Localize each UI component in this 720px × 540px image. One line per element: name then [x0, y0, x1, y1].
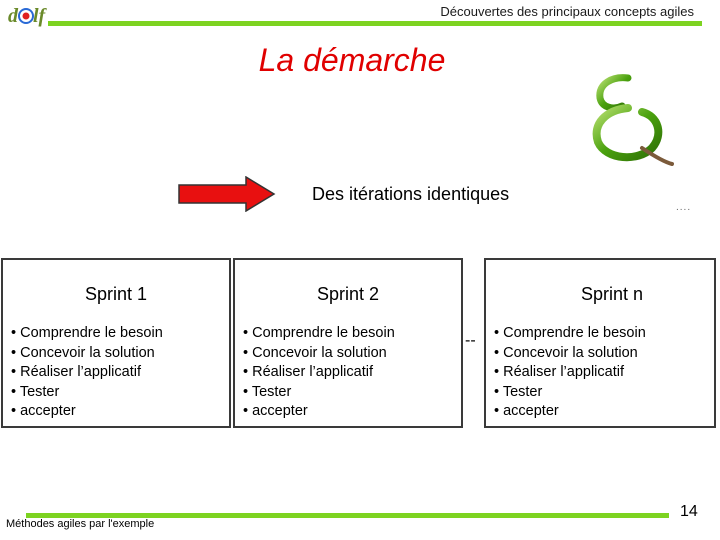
task-item: • Réaliser l’applicatif: [11, 363, 163, 383]
right-arrow-icon: [178, 176, 276, 212]
sprint-title: Sprint 2: [235, 284, 461, 305]
task-item: • Comprendre le besoin: [243, 324, 395, 344]
task-item: • Réaliser l’applicatif: [494, 363, 646, 383]
task-item: • Tester: [11, 383, 163, 403]
svg-text:d: d: [8, 5, 19, 27]
task-item: • accepter: [11, 402, 163, 422]
sprint-box: Sprint n • Comprendre le besoin • Concev…: [484, 258, 716, 428]
task-item: • Comprendre le besoin: [11, 324, 163, 344]
sprint-task-list: • Comprendre le besoin • Concevoir la so…: [11, 324, 163, 422]
header-title: Découvertes des principaux concepts agil…: [440, 4, 694, 19]
task-item: • accepter: [494, 402, 646, 422]
continuation-dots: ....: [676, 202, 691, 213]
sprint-task-list: • Comprendre le besoin • Concevoir la so…: [243, 324, 395, 422]
sprint-task-list: • Comprendre le besoin • Concevoir la so…: [494, 324, 646, 422]
separator-dashes: --: [465, 332, 476, 350]
sprint-box: Sprint 2 • Comprendre le besoin • Concev…: [233, 258, 463, 428]
task-item: • Concevoir la solution: [494, 344, 646, 364]
task-item: • Réaliser l’applicatif: [243, 363, 395, 383]
sprint-title: Sprint n: [498, 284, 720, 305]
task-item: • Concevoir la solution: [243, 344, 395, 364]
sprint-box: Sprint 1 • Comprendre le besoin • Concev…: [1, 258, 231, 428]
task-item: • Tester: [243, 383, 395, 403]
header-divider: [48, 21, 702, 26]
footer-text: Méthodes agiles par l'exemple: [6, 518, 154, 530]
spiral-icon: [584, 72, 676, 166]
svg-text:lf: lf: [33, 5, 48, 27]
sprint-title: Sprint 1: [3, 284, 229, 305]
task-item: • accepter: [243, 402, 395, 422]
page-number: 14: [680, 503, 698, 521]
delf-logo-icon: d lf: [6, 2, 48, 30]
task-item: • Comprendre le besoin: [494, 324, 646, 344]
iterations-label: Des itérations identiques: [312, 184, 509, 205]
task-item: • Concevoir la solution: [11, 344, 163, 364]
task-item: • Tester: [494, 383, 646, 403]
